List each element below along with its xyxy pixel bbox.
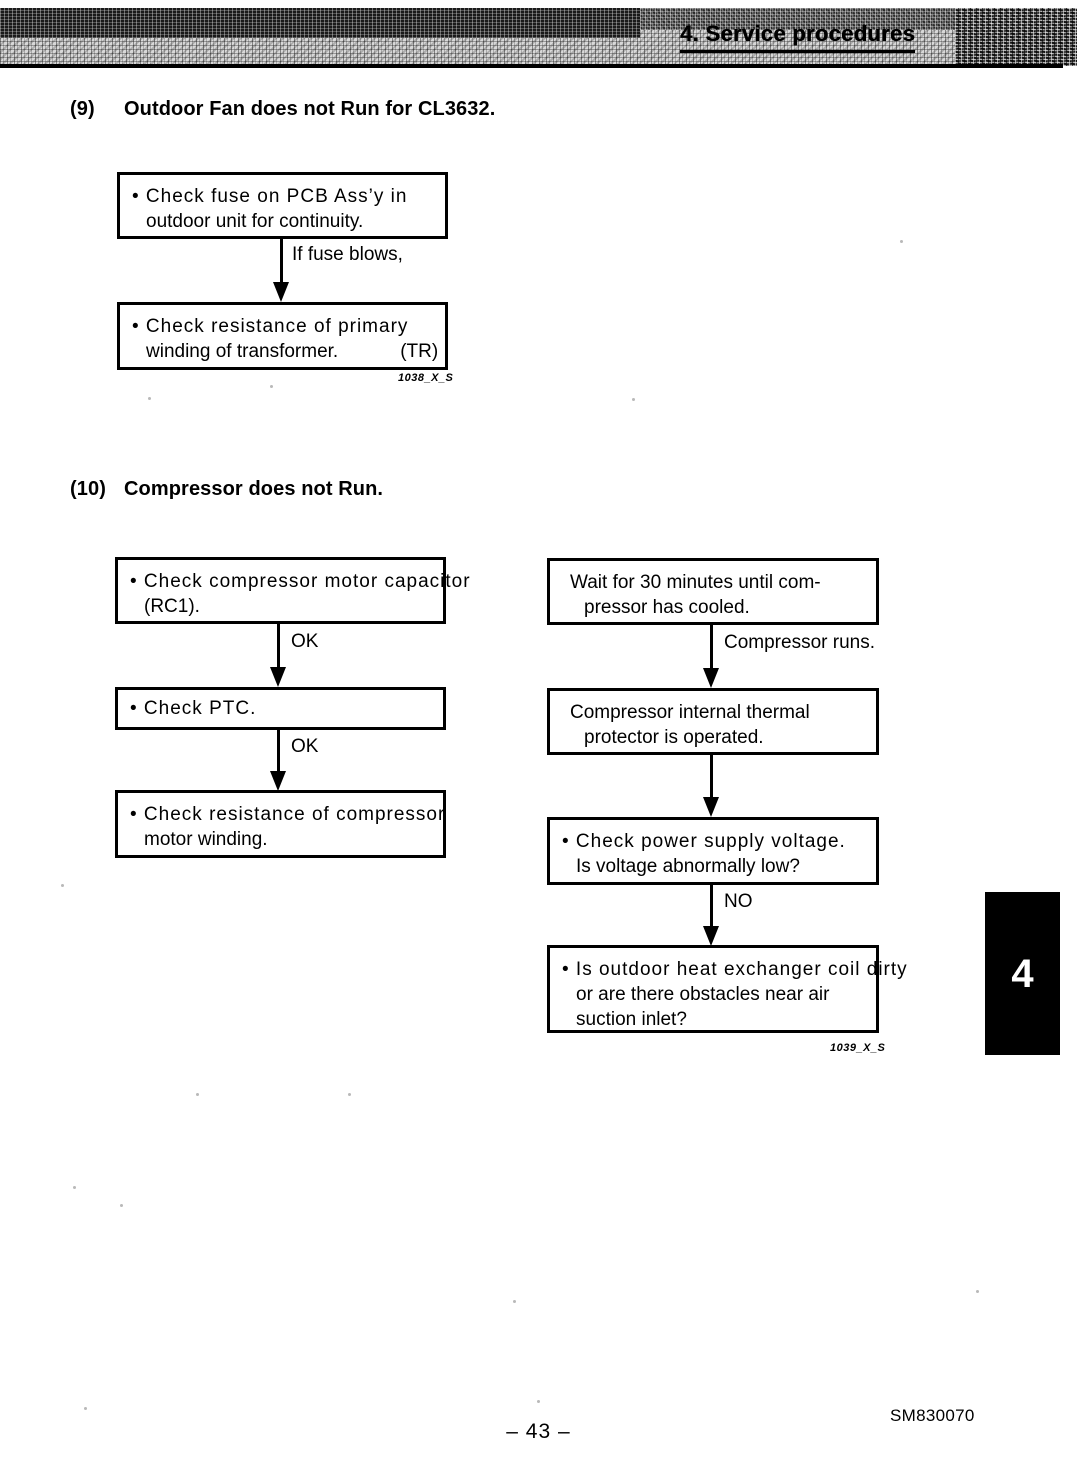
connector-no	[703, 885, 719, 946]
scan-speck	[900, 240, 903, 243]
arrowhead-icon	[703, 926, 719, 946]
page-number: – 43 –	[506, 1420, 571, 1443]
arrowhead-icon	[703, 668, 719, 688]
flow-box-line: protector is operated.	[584, 727, 764, 748]
connector-if-fuse-blows	[273, 239, 289, 302]
flow-box-wait-30-minutes: Wait for 30 minutes until com- pressor h…	[547, 558, 879, 625]
scan-speck	[513, 1300, 516, 1303]
scan-speck	[148, 397, 151, 400]
flow-box-thermal-protector: Compressor internal thermal protector is…	[547, 688, 879, 755]
connector-label-compressor-runs: Compressor runs.	[724, 632, 875, 653]
flow-box-line: outdoor unit for continuity.	[146, 211, 364, 232]
scan-speck	[632, 398, 635, 401]
connector-label-if-fuse-blows: If fuse blows,	[292, 244, 403, 265]
header-noise-block-left	[0, 8, 640, 38]
flow-box-line: motor winding.	[144, 829, 268, 850]
flow-box-line: • Check fuse on PCB Ass’y in	[132, 186, 408, 207]
connector-label-ok-1: OK	[291, 631, 319, 652]
flow-box-line: • Is outdoor heat exchanger coil dirty	[562, 959, 908, 980]
flow-box-line-text: winding of transformer.	[146, 341, 339, 362]
flow-box-line: pressor has cooled.	[584, 597, 750, 618]
connector-stem	[280, 239, 283, 283]
connector-stem	[277, 624, 280, 668]
connector-stem	[710, 755, 713, 798]
flow-box-check-capacitor: • Check compressor motor capacitor (RC1)…	[115, 557, 471, 624]
flow-box-line: Compressor internal thermal	[570, 702, 810, 723]
section-title-9: Outdoor Fan does not Run for CL3632.	[124, 98, 496, 120]
header-noise-block-right	[955, 8, 1077, 66]
section-number-10: (10)	[70, 478, 106, 500]
arrowhead-icon	[270, 771, 286, 791]
flow-box-check-fuse: • Check fuse on PCB Ass’y in outdoor uni…	[117, 172, 448, 239]
header-title: 4. Service procedures	[680, 21, 915, 53]
flow-box-line: (RC1).	[144, 596, 200, 617]
flow-box-tag-tr: (TR)	[400, 341, 439, 362]
flow-box-check-motor-winding: • Check resistance of compressor motor w…	[115, 790, 446, 858]
flow-box-line: or are there obstacles near air	[576, 984, 830, 1005]
flow-box-line: • Check compressor motor capacitor	[130, 571, 471, 592]
flow-box-line: winding of transformer. (TR)	[132, 339, 439, 364]
section-title-10: Compressor does not Run.	[124, 478, 384, 500]
flow-box-line: suction inlet?	[576, 1009, 687, 1030]
scan-speck	[61, 884, 64, 887]
scan-speck	[84, 1407, 87, 1410]
arrowhead-icon	[270, 667, 286, 687]
document-code: SM830070	[890, 1406, 975, 1425]
flow-box-check-ptc: • Check PTC.	[115, 687, 446, 730]
flow-box-line: • Check resistance of primary	[132, 316, 409, 337]
section-heading-10: (10) Compressor does not Run.	[70, 478, 383, 501]
page-header-band	[0, 8, 1077, 68]
connector-to-power-supply	[703, 755, 719, 817]
arrowhead-icon	[273, 282, 289, 302]
figure-id-1039: 1039_X_S	[830, 1042, 886, 1054]
connector-label-no: NO	[724, 891, 753, 912]
flow-box-line: Is voltage abnormally low?	[576, 856, 800, 877]
connector-ok-1	[270, 624, 286, 687]
arrowhead-icon	[703, 797, 719, 817]
flow-box-line: • Check resistance of compressor	[130, 804, 446, 825]
flow-box-line: • Check power supply voltage.	[562, 831, 846, 852]
scan-speck	[196, 1093, 199, 1096]
scan-speck	[120, 1204, 123, 1207]
connector-stem	[710, 885, 713, 927]
connector-label-ok-2: OK	[291, 736, 319, 757]
section-number-9: (9)	[70, 98, 95, 120]
flow-box-outdoor-coil-dirty: • Is outdoor heat exchanger coil dirty o…	[547, 945, 908, 1033]
chapter-thumb-tab: 4	[985, 892, 1060, 1055]
scan-speck	[537, 1400, 540, 1403]
flow-box-check-transformer: • Check resistance of primary winding of…	[117, 302, 448, 370]
scan-speck	[348, 1093, 351, 1096]
flow-box-line: • Check PTC.	[130, 698, 257, 719]
scan-speck	[976, 1290, 979, 1293]
scan-speck	[73, 1186, 76, 1189]
connector-stem	[277, 730, 280, 772]
section-heading-9: (9) Outdoor Fan does not Run for CL3632.	[70, 98, 495, 121]
connector-ok-2	[270, 730, 286, 791]
figure-id-1038: 1038_X_S	[398, 372, 454, 384]
header-rule	[0, 64, 1063, 68]
connector-compressor-runs	[703, 625, 719, 688]
flow-box-line: Wait for 30 minutes until com-	[570, 572, 821, 593]
connector-stem	[710, 625, 713, 669]
flow-box-check-power-supply: • Check power supply voltage. Is voltage…	[547, 817, 879, 885]
chapter-tab-label: 4	[1011, 951, 1034, 996]
scan-speck	[270, 385, 273, 388]
